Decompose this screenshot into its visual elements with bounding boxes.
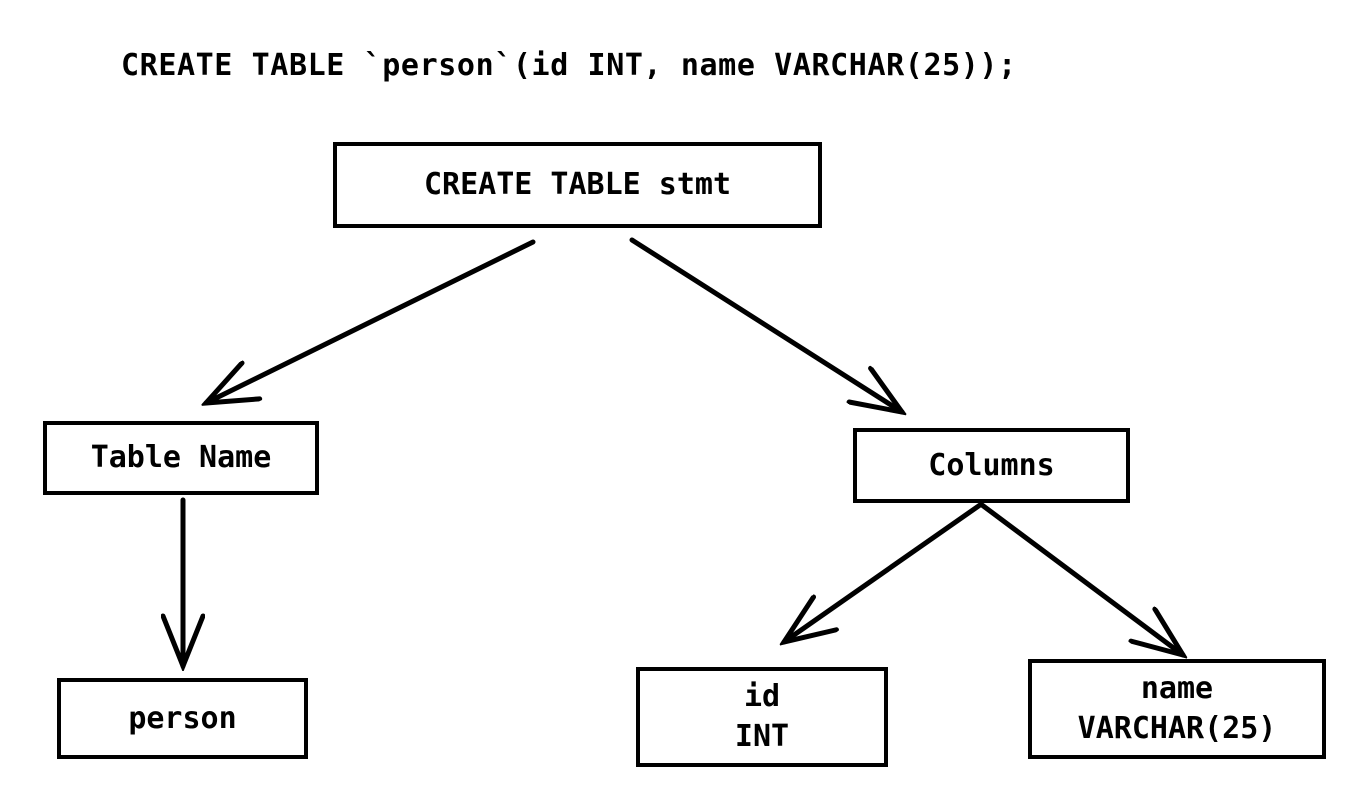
node-name-varchar: name VARCHAR(25) (1028, 659, 1326, 759)
node-label: person (128, 700, 237, 736)
edge-stmt-to-columns (629, 237, 902, 412)
node-label: Columns (928, 447, 1055, 483)
sql-statement-text: CREATE TABLE `person`(id INT, name VARCH… (121, 48, 1017, 83)
node-person: person (57, 678, 308, 759)
edge-columns-to-id (784, 502, 983, 642)
node-label: CREATE TABLE stmt (423, 167, 732, 202)
node-label-column-name: id (743, 679, 781, 714)
edge-columns-to-name (979, 502, 1183, 655)
node-columns: Columns (853, 428, 1130, 503)
edge-stmt-to-table-name (206, 239, 536, 403)
node-id-int: id INT (636, 667, 888, 767)
node-create-table-stmt: CREATE TABLE stmt (333, 142, 822, 228)
node-table-name: Table Name (43, 421, 319, 495)
node-label: Table Name (90, 440, 272, 475)
node-label-column-type: VARCHAR(25) (1077, 711, 1277, 746)
node-label-column-name: name (1140, 671, 1214, 706)
node-label-column-type: INT (734, 719, 790, 754)
